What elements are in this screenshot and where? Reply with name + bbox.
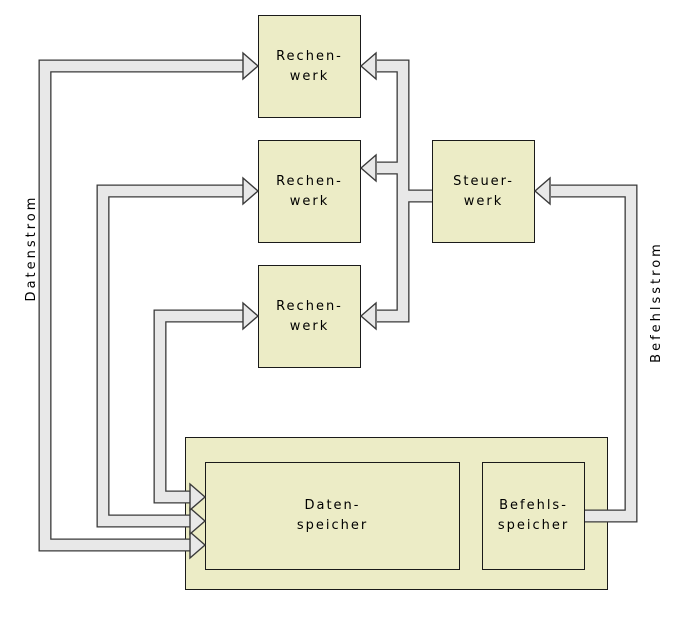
- rechenwerk-3-label-line2: werk: [289, 318, 330, 334]
- arrowhead-control-rechenwerk2: [359, 153, 377, 183]
- datenspeicher-label-line2: speicher: [296, 518, 369, 533]
- steuerwerk-label-line2: werk: [463, 193, 504, 209]
- control-trunk-outline: [377, 59, 410, 323]
- arrowhead-into-rechenwerk2: [242, 176, 260, 206]
- befehlsspeicher-label-line1: Befehls-: [499, 498, 568, 513]
- rechenwerk-1-box: Rechen- werk: [258, 15, 361, 118]
- datenspeicher-label-line1: Daten-: [304, 498, 361, 513]
- rechenwerk-3-label-line1: Rechen-: [276, 298, 343, 314]
- datenspeicher-box: Daten- speicher: [205, 462, 460, 570]
- rechenwerk-2-label-line2: werk: [289, 193, 330, 209]
- rechenwerk-2-box: Rechen- werk: [258, 140, 361, 243]
- control-pipe-assembly: [359, 51, 432, 331]
- steuerwerk-label-line1: Steuer-: [453, 173, 514, 189]
- rechenwerk-2-label-line1: Rechen-: [276, 173, 343, 189]
- arrowhead-control-rechenwerk1: [359, 51, 377, 81]
- rechenwerk-1-label-line1: Rechen-: [276, 48, 343, 64]
- befehlsstrom-label: Befehlsstrom: [649, 241, 664, 363]
- befehlsspeicher-label-line2: speicher: [497, 518, 570, 533]
- arrowhead-into-steuerwerk: [533, 176, 551, 206]
- arrowhead-control-rechenwerk3: [359, 301, 377, 331]
- rechenwerk-3-box: Rechen- werk: [258, 265, 361, 368]
- rechenwerk-1-label-line2: werk: [289, 68, 330, 84]
- control-trunk-fill: [377, 60, 409, 322]
- arrowhead-into-rechenwerk1: [242, 51, 260, 81]
- steuerwerk-box: Steuer- werk: [432, 140, 535, 243]
- datenstrom-label: Datenstrom: [24, 194, 39, 302]
- arrowhead-into-rechenwerk3: [242, 301, 260, 331]
- befehlsspeicher-box: Befehls- speicher: [482, 462, 585, 570]
